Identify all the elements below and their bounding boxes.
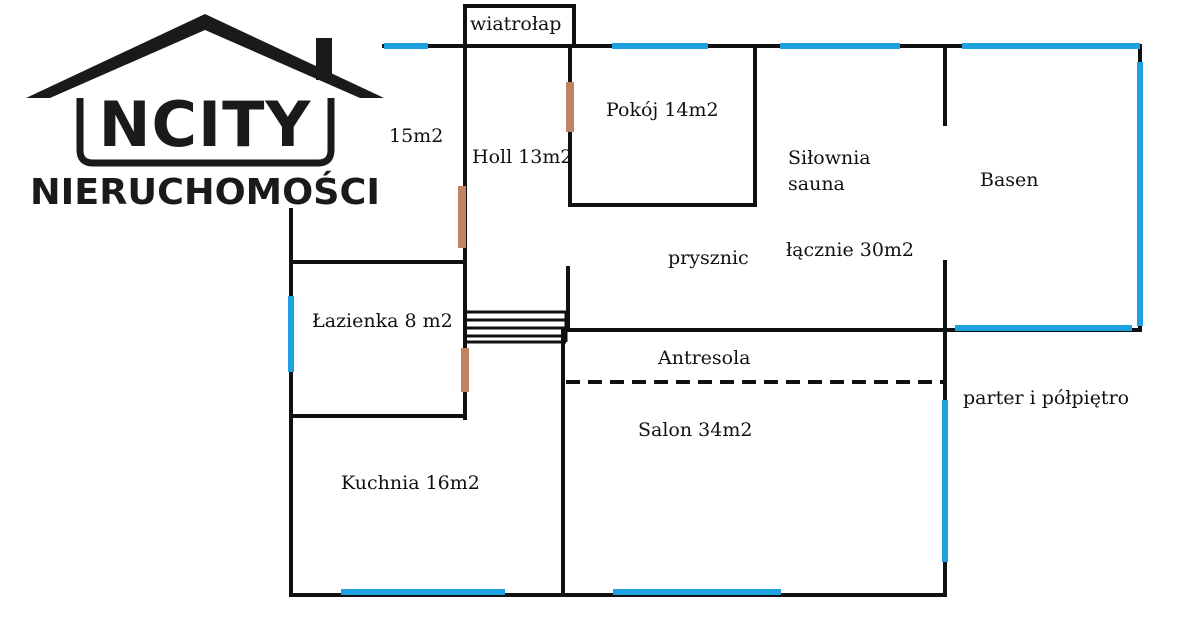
windows	[288, 43, 1143, 595]
label-pool: Basen	[980, 169, 1039, 191]
label-hall: Holl 13m2	[472, 146, 572, 168]
label-living-room: Salon 34m2	[638, 419, 752, 441]
logo-house-frame-icon	[76, 98, 335, 167]
logo-chimney-icon	[316, 38, 332, 80]
logo-brand-text: NCITY	[99, 88, 312, 161]
label-total: łącznie 30m2	[786, 239, 914, 261]
label-shower: prysznic	[668, 247, 749, 269]
walls	[289, 4, 1142, 597]
label-bathroom: Łazienka 8 m2	[312, 310, 453, 332]
stairs	[467, 310, 568, 344]
label-vestibule: wiatrołap	[470, 13, 561, 35]
label-kitchen: Kuchnia 16m2	[341, 472, 480, 494]
logo-roof-icon	[26, 14, 384, 98]
label-gym-line2: sauna	[788, 173, 845, 195]
doors	[458, 82, 574, 392]
logo-tagline-text: NIERUCHOMOŚCI	[30, 171, 380, 213]
label-gym-line1: Siłownia	[788, 147, 871, 169]
company-logo: NCITY NIERUCHOMOŚCI	[26, 14, 384, 213]
label-room: Pokój 14m2	[606, 99, 719, 121]
room-wall	[568, 44, 757, 207]
label-left-area: 15m2	[389, 125, 443, 147]
vestibule-wall	[463, 4, 576, 48]
label-floor-note: parter i półpiętro	[963, 387, 1129, 409]
label-mezzanine: Antresola	[657, 347, 751, 369]
